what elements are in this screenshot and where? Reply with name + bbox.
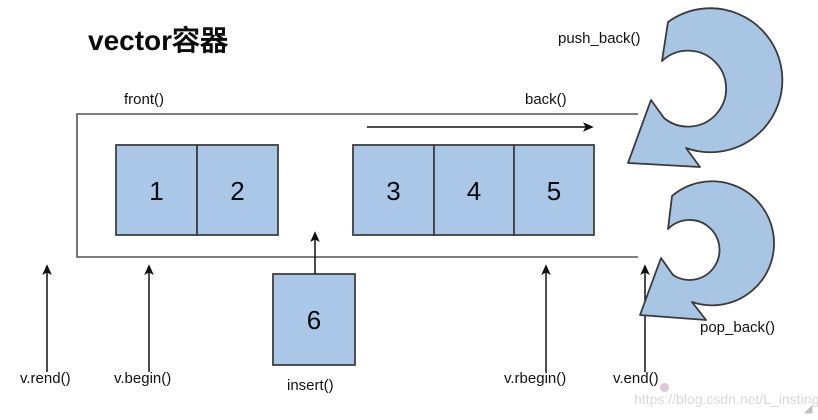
push-back-curved-arrow (627, 7, 784, 168)
label-end: v.end() (613, 370, 659, 387)
cell-value-5: 5 (546, 176, 562, 206)
cell-value-3: 3 (386, 176, 401, 206)
cell-value-2: 2 (230, 176, 245, 206)
insert-cell-value-6: 6 (306, 305, 322, 335)
label-front: front() (124, 91, 165, 108)
corner-mark: ◢ (804, 403, 813, 415)
label-insert: insert() (287, 377, 334, 394)
cell-box-2 (196, 144, 279, 236)
cell-value-4: 4 (466, 176, 482, 206)
insert-cell-box-6 (272, 273, 356, 366)
page-title: vector容器 (88, 25, 229, 56)
label-back: back() (525, 91, 567, 108)
label-push-back: push_back() (558, 30, 641, 47)
watermark-dot-icon (660, 383, 669, 392)
label-rend: v.rend() (20, 370, 71, 387)
container-outline (76, 113, 638, 258)
pop-back-curved-arrow (639, 180, 775, 321)
cell-value-1: 1 (149, 176, 164, 206)
cell-box-1 (115, 144, 198, 236)
cell-box-3 (352, 144, 435, 236)
label-rbegin: v.rbegin() (504, 370, 567, 387)
label-begin: v.begin() (114, 370, 172, 387)
cell-box-5 (513, 144, 595, 236)
watermark-text: https://blog.csdn.net/L_insting (634, 391, 818, 407)
cell-box-4 (433, 144, 515, 236)
label-pop-back: pop_back() (700, 319, 776, 336)
